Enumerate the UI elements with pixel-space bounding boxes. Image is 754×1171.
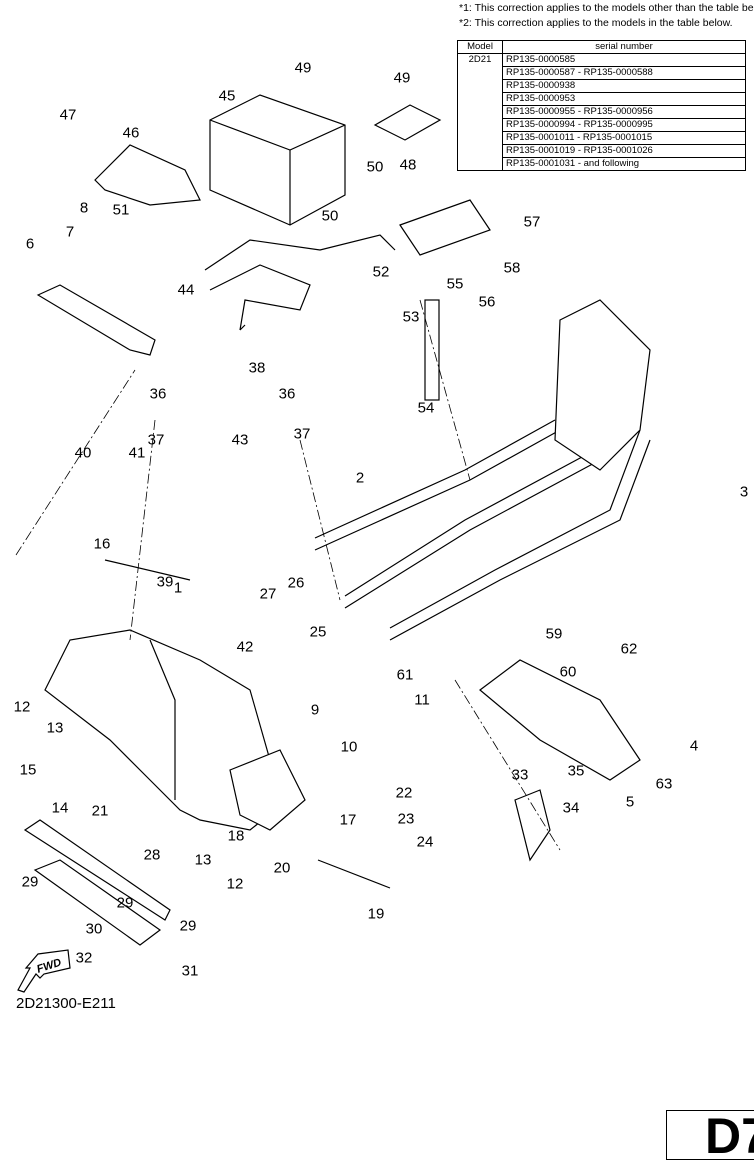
battery-box-part [209, 94, 346, 226]
rear-frame-part [314, 299, 651, 641]
correction-note-2: *2: This correction applies to the model… [459, 17, 733, 29]
forward-arrow-icon: FWD [17, 949, 71, 993]
page-label: D7 [705, 1108, 754, 1164]
pad-part [373, 104, 442, 141]
plate-part [33, 859, 162, 946]
strap-part [424, 299, 440, 401]
diagram-code: 2D21300-E211 [16, 995, 116, 1012]
bracket-part [479, 659, 641, 781]
plate-part [399, 199, 491, 256]
guard-part [23, 819, 171, 921]
correction-note-1: *1: This correction applies to the model… [459, 2, 754, 14]
serial-row: RP135-0001031 - and following [502, 157, 746, 171]
page-label-box: D7 [666, 1108, 754, 1164]
serial-number-table: Model serial number 2D21 RP135-0000585 R… [457, 40, 746, 171]
cover-part [94, 144, 201, 206]
bracket-part [514, 789, 551, 862]
model-cell: 2D21 [457, 53, 503, 171]
stay-part [36, 284, 156, 356]
long-bolt [317, 859, 391, 889]
assembly-lines [15, 299, 561, 851]
main-frame-part [44, 629, 306, 831]
bracket-part [204, 234, 396, 331]
long-bolt [104, 559, 191, 581]
